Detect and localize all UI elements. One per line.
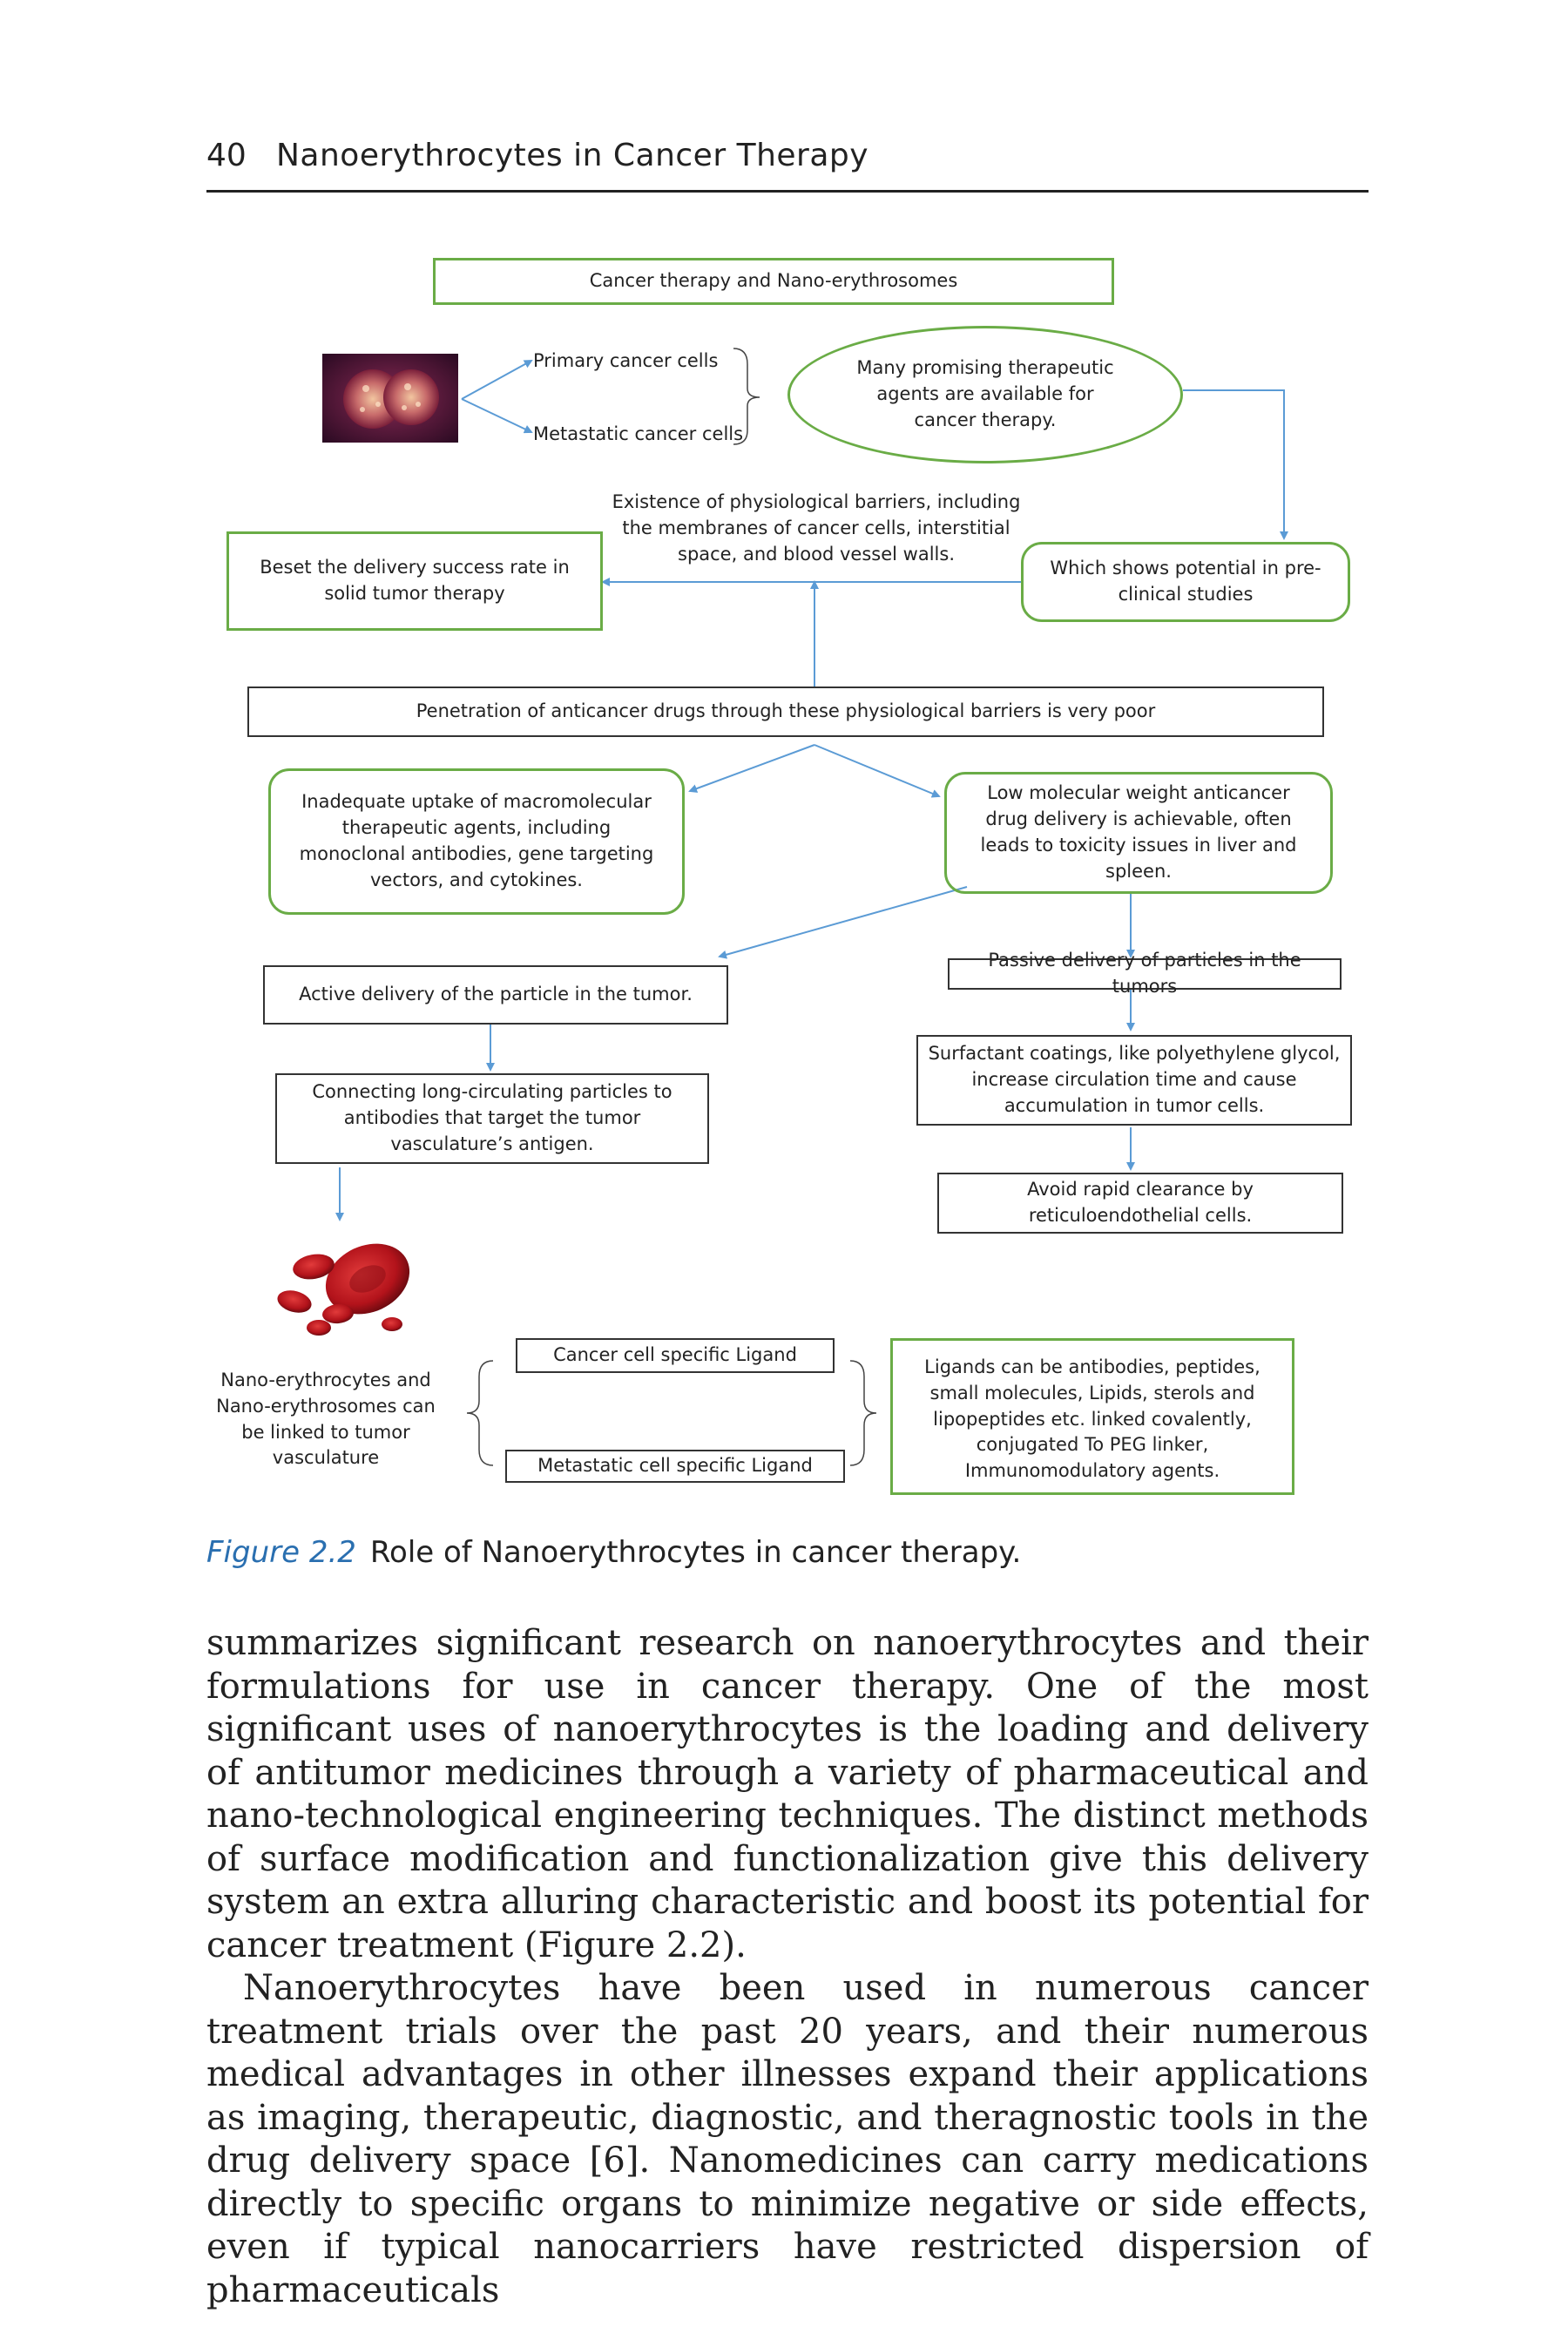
box-connecting-particles: Connecting long-circulating particles to…	[275, 1073, 709, 1164]
box-penetration: Penetration of anticancer drugs through …	[247, 687, 1324, 737]
page-number: 40	[206, 138, 247, 173]
arrow-lowmw-to-active	[718, 886, 968, 959]
box-preclinical: Which shows potential in pre-clinical st…	[1021, 542, 1350, 622]
box-inadequate-uptake: Inadequate uptake of macromolecular ther…	[268, 768, 685, 915]
text-linked-vasculature: Nano-erythrocytes and Nano-erythrosomes …	[216, 1370, 436, 1469]
figure-caption-text: Role of Nanoerythrocytes in cancer thera…	[369, 1535, 1022, 1570]
arrow-ellipse-to-preclinical	[1183, 389, 1288, 540]
arrow-to-primary	[461, 360, 533, 400]
arrow-to-lowmw	[814, 744, 941, 798]
box-metastatic-ligand: Metastatic cell specific Ligand	[505, 1450, 845, 1483]
red-blood-cells-image	[277, 1243, 410, 1336]
top-box-cancer-therapy: Cancer therapy and Nano-erythrosomes	[433, 258, 1114, 305]
box-surfactant-coatings: Surfactant coatings, like polyethylene g…	[916, 1035, 1352, 1126]
box-avoid-clearance: Avoid rapid clearance by reticuloendothe…	[937, 1173, 1343, 1234]
box-low-molecular-weight: Low molecular weight anticancer drug del…	[944, 772, 1333, 894]
running-title: Nanoerythrocytes in Cancer Therapy	[276, 138, 869, 173]
ellipse-promising-agents: Many promising therapeutic agents are av…	[787, 326, 1183, 463]
box-active-delivery: Active delivery of the particle in the t…	[263, 965, 728, 1025]
brace-cells	[733, 348, 760, 445]
diagram-connectors	[335, 348, 1288, 1466]
brace-ligands-right	[849, 1360, 877, 1466]
label-metastatic-cells: Metastatic cancer cells	[533, 423, 744, 444]
paragraph-1: summarizes significant research on nanoe…	[206, 1623, 1369, 1965]
box-beset-delivery: Beset the delivery success rate in solid…	[226, 531, 603, 631]
figure-diagram: Cancer therapy and Nano-erythrosomes	[216, 258, 1352, 1495]
cancer-cells-image	[322, 354, 458, 443]
box-passive-delivery: Passive delivery of particles in the tum…	[948, 950, 1342, 997]
figure-label: Figure 2.2	[206, 1535, 356, 1570]
brace-ligands-left	[466, 1360, 494, 1466]
arrow-to-metastatic	[461, 398, 533, 434]
body-text: summarizes significant research on nanoe…	[206, 1622, 1369, 2312]
paragraph-2: Nanoerythrocytes have been used in numer…	[206, 1968, 1369, 2310]
text-physiological-barriers: Existence of physiological barriers, inc…	[612, 491, 1021, 565]
box-ligand-types: Ligands can be antibodies, peptides, sma…	[890, 1338, 1294, 1495]
label-primary-cells: Primary cancer cells	[533, 350, 719, 371]
arrow-to-inadequate	[688, 744, 815, 793]
header-rule	[206, 190, 1369, 193]
box-cancer-cell-ligand: Cancer cell specific Ligand	[516, 1338, 835, 1373]
figure-caption: Figure 2.2 Role of Nanoerythrocytes in ca…	[206, 1535, 1021, 1570]
